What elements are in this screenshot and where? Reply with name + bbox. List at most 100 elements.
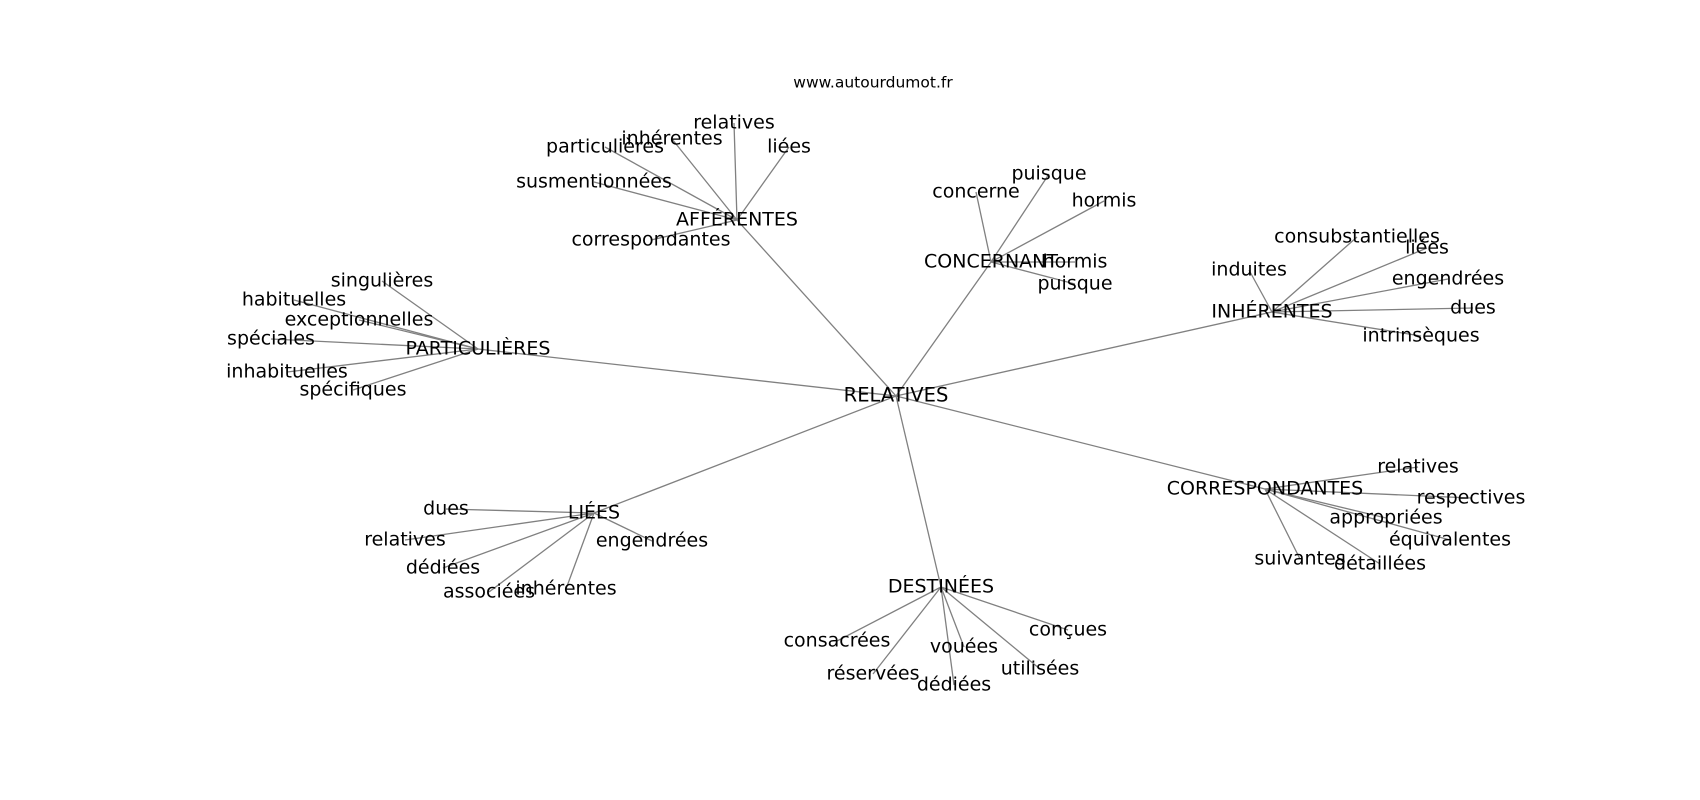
node-leaf-particulieres-2[interactable]: exceptionnelles bbox=[285, 309, 434, 331]
node-leaf-destinees-3[interactable]: réservées bbox=[826, 663, 919, 685]
node-leaf-liees-1[interactable]: relatives bbox=[364, 529, 446, 551]
edge-liees-1 bbox=[404, 512, 595, 541]
node-leaf-liees-5[interactable]: inhérentes bbox=[515, 578, 616, 600]
edges bbox=[270, 122, 1474, 686]
node-leaf-correspondantes-2[interactable]: appropriées bbox=[1329, 507, 1442, 529]
node-leaf-inherentes-2[interactable]: induites bbox=[1211, 259, 1287, 281]
edge-correspondantes-3 bbox=[1264, 488, 1451, 541]
edge-afferentes-2 bbox=[604, 146, 738, 221]
edge-liees-2 bbox=[593, 512, 653, 542]
edge-concernant-1 bbox=[975, 191, 992, 263]
node-leaf-liees-0[interactable]: dues bbox=[423, 498, 469, 520]
node-leaf-correspondantes-3[interactable]: équivalentes bbox=[1389, 529, 1511, 551]
edge-center-correspondantes bbox=[895, 395, 1266, 490]
edge-afferentes-5 bbox=[650, 219, 738, 241]
edge-particulieres-5 bbox=[352, 348, 479, 391]
node-hub-afferentes[interactable]: AFFÉRENTES bbox=[676, 208, 798, 231]
node-leaf-particulieres-1[interactable]: habituelles bbox=[242, 289, 346, 311]
edge-afferentes-0 bbox=[733, 122, 738, 221]
edge-particulieres-4 bbox=[286, 348, 479, 373]
node-leaf-concernant-4[interactable]: puisque bbox=[1037, 273, 1112, 295]
edge-center-afferentes bbox=[736, 219, 897, 397]
node-leaf-concernant-3[interactable]: hormis bbox=[1043, 251, 1108, 273]
edge-correspondantes-1 bbox=[1264, 488, 1472, 499]
node-leaf-particulieres-5[interactable]: spécifiques bbox=[299, 379, 406, 401]
edge-concernant-4 bbox=[990, 261, 1076, 285]
node-leaf-correspondantes-0[interactable]: relatives bbox=[1377, 456, 1459, 478]
node-leaf-concernant-2[interactable]: hormis bbox=[1072, 190, 1137, 212]
edge-afferentes-4 bbox=[593, 181, 738, 221]
source-label[interactable]: www.autourdumot.fr bbox=[793, 74, 953, 92]
node-leaf-afferentes-1[interactable]: inhérentes bbox=[621, 128, 722, 150]
labels: RELATIVESAFFÉRENTESrelativesinhérentespa… bbox=[226, 112, 1525, 696]
edge-liees-3 bbox=[442, 512, 595, 569]
edge-liees-5 bbox=[565, 512, 595, 590]
node-leaf-afferentes-4[interactable]: susmentionnées bbox=[516, 171, 672, 193]
node-leaf-destinees-4[interactable]: utilisées bbox=[1001, 658, 1080, 680]
edge-destinees-1 bbox=[940, 586, 1069, 631]
node-hub-correspondantes[interactable]: CORRESPONDANTES bbox=[1167, 478, 1364, 500]
node-hub-particulieres[interactable]: PARTICULIÈRES bbox=[406, 337, 551, 360]
edge-particulieres-2 bbox=[358, 319, 479, 350]
edge-inherentes-1 bbox=[1271, 247, 1428, 313]
edge-particulieres-0 bbox=[381, 280, 479, 350]
edge-center-destinees bbox=[895, 395, 942, 588]
edge-liees-0 bbox=[445, 508, 595, 514]
node-leaf-particulieres-4[interactable]: inhabituelles bbox=[226, 361, 348, 383]
node-leaf-particulieres-3[interactable]: spéciales bbox=[227, 328, 315, 350]
edge-inherentes-4 bbox=[1271, 307, 1474, 313]
edge-destinees-4 bbox=[940, 586, 1041, 670]
edge-center-particulieres bbox=[477, 348, 897, 397]
edge-particulieres-1 bbox=[293, 299, 479, 350]
node-leaf-correspondantes-1[interactable]: respectives bbox=[1417, 487, 1526, 509]
edge-concernant-0 bbox=[990, 173, 1050, 263]
node-leaf-concernant-1[interactable]: concerne bbox=[932, 181, 1019, 203]
edge-correspondantes-4 bbox=[1264, 488, 1301, 560]
edge-center-inherentes bbox=[895, 311, 1273, 397]
edge-inherentes-5 bbox=[1271, 311, 1422, 337]
edge-destinees-0 bbox=[836, 586, 942, 642]
node-leaf-liees-4[interactable]: associées bbox=[443, 581, 535, 603]
node-leaf-destinees-0[interactable]: consacrées bbox=[784, 630, 891, 652]
edge-correspondantes-5 bbox=[1264, 488, 1381, 565]
edge-afferentes-3 bbox=[736, 146, 790, 221]
node-hub-concernant[interactable]: CONCERNANT bbox=[924, 251, 1058, 273]
edge-destinees-2 bbox=[940, 586, 965, 648]
node-leaf-concernant-0[interactable]: puisque bbox=[1011, 163, 1086, 185]
node-leaf-afferentes-2[interactable]: particulières bbox=[546, 136, 664, 158]
node-leaf-destinees-2[interactable]: vouées bbox=[930, 636, 998, 658]
node-leaf-inherentes-1[interactable]: liées bbox=[1405, 237, 1449, 259]
edge-inherentes-2 bbox=[1248, 269, 1273, 313]
edge-correspondantes-0 bbox=[1264, 466, 1419, 490]
node-leaf-inherentes-0[interactable]: consubstantielles bbox=[1274, 226, 1440, 248]
edge-destinees-5 bbox=[940, 586, 955, 686]
edge-particulieres-3 bbox=[270, 338, 479, 350]
node-center[interactable]: RELATIVES bbox=[844, 384, 949, 407]
edge-inherentes-3 bbox=[1271, 278, 1449, 313]
node-hub-liees[interactable]: LIÉES bbox=[568, 501, 620, 524]
edge-concernant-2 bbox=[990, 200, 1105, 263]
node-leaf-inherentes-4[interactable]: dues bbox=[1450, 297, 1496, 319]
edge-afferentes-1 bbox=[671, 138, 738, 221]
node-leaf-correspondantes-4[interactable]: suivantes bbox=[1254, 548, 1345, 570]
node-leaf-liees-2[interactable]: engendrées bbox=[596, 530, 708, 552]
node-hub-destinees[interactable]: DESTINÉES bbox=[888, 575, 994, 598]
node-hub-inherentes[interactable]: INHÉRENTES bbox=[1211, 300, 1332, 323]
node-leaf-afferentes-5[interactable]: correspondantes bbox=[571, 229, 730, 251]
edge-correspondantes-2 bbox=[1264, 488, 1387, 519]
node-leaf-destinees-1[interactable]: conçues bbox=[1029, 619, 1107, 641]
node-leaf-liees-3[interactable]: dédiées bbox=[406, 557, 480, 579]
edge-liees-4 bbox=[488, 512, 595, 593]
node-leaf-inherentes-3[interactable]: engendrées bbox=[1392, 268, 1504, 290]
edge-destinees-3 bbox=[872, 586, 942, 675]
node-leaf-particulieres-0[interactable]: singulières bbox=[331, 270, 434, 292]
edge-inherentes-0 bbox=[1271, 236, 1358, 313]
edge-center-concernant bbox=[895, 261, 992, 397]
node-leaf-inherentes-5[interactable]: intrinsèques bbox=[1362, 325, 1479, 347]
node-leaf-afferentes-3[interactable]: liées bbox=[767, 136, 811, 158]
node-leaf-correspondantes-5[interactable]: détaillées bbox=[1334, 553, 1426, 575]
node-leaf-destinees-5[interactable]: dédiées bbox=[917, 674, 991, 696]
node-leaf-afferentes-0[interactable]: relatives bbox=[693, 112, 775, 134]
edge-center-liees bbox=[593, 395, 897, 514]
